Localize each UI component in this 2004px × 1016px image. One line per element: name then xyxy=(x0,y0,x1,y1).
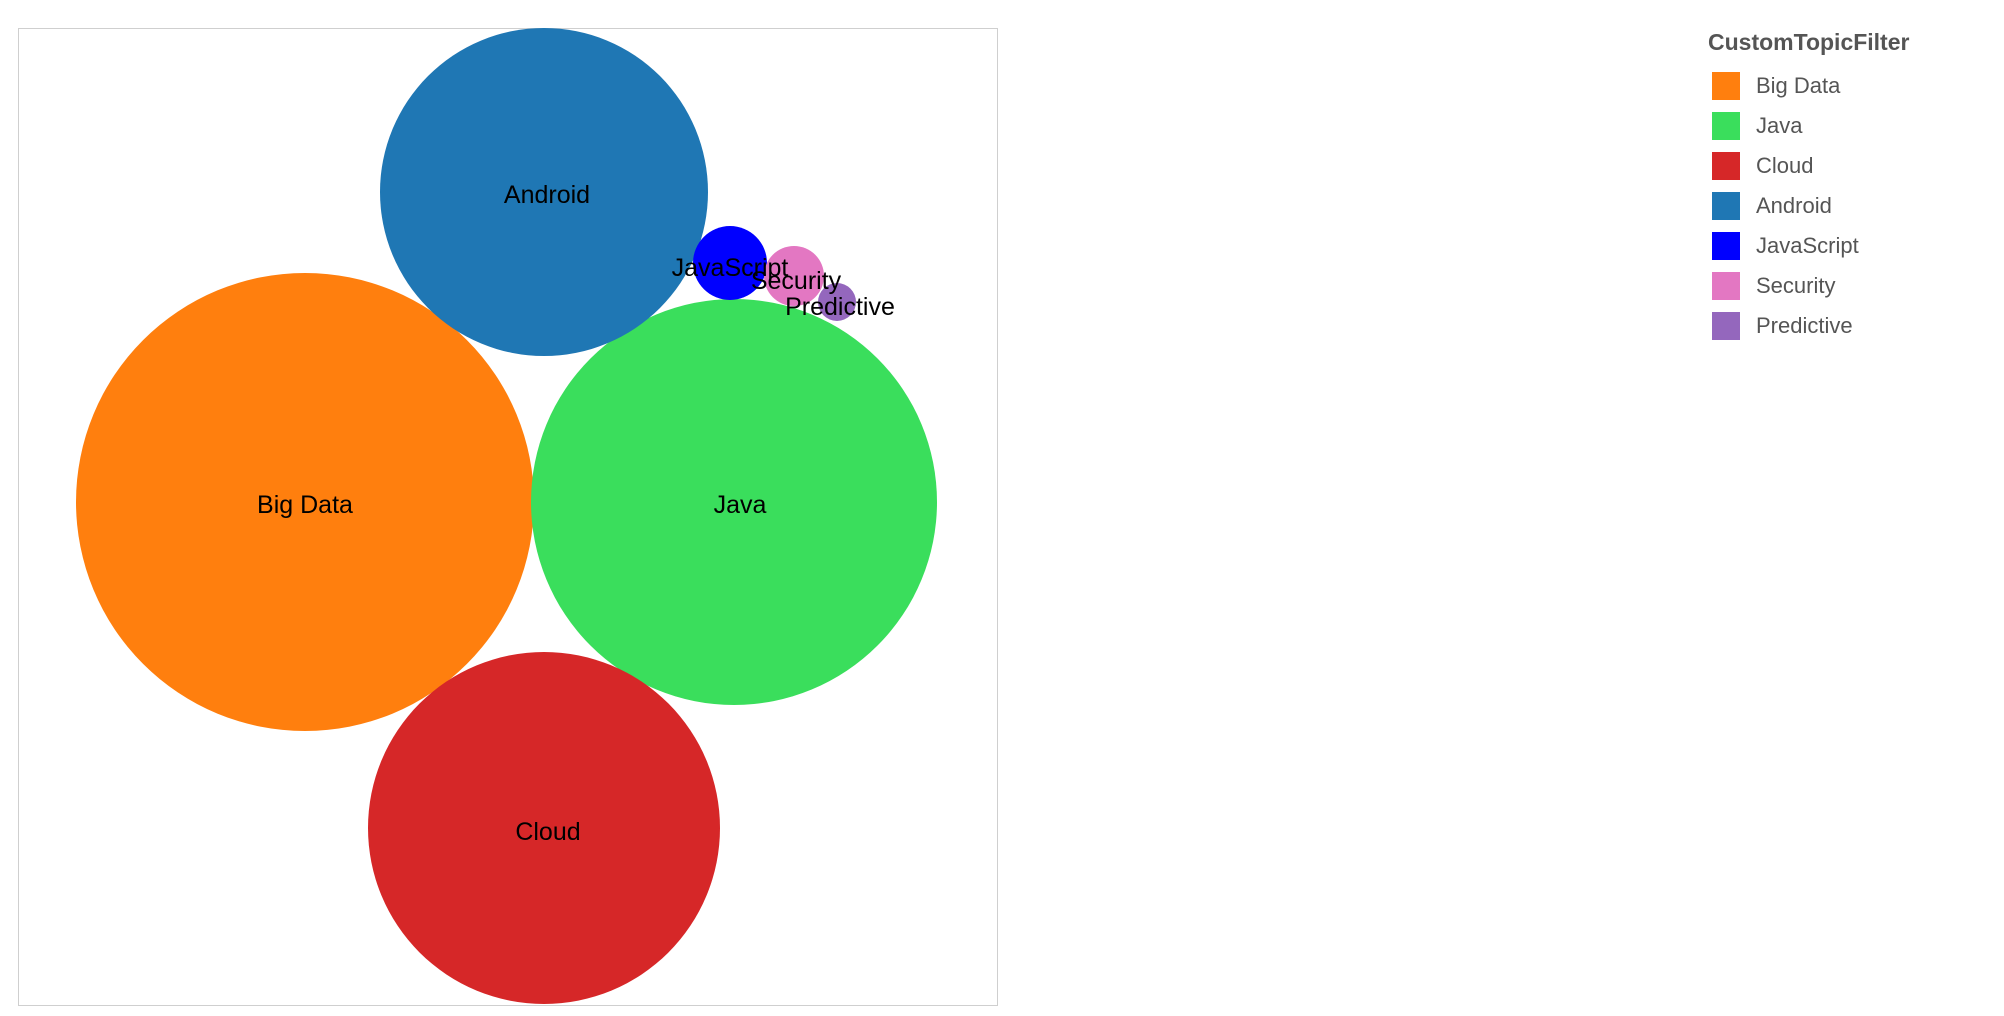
bubble-label-javascript: JavaScript xyxy=(672,254,789,282)
bubble-label-android: Android xyxy=(504,181,590,209)
bubble-label-predictive: Predictive xyxy=(785,293,895,321)
bubble-security[interactable] xyxy=(764,246,824,306)
legend-swatch-security xyxy=(1712,272,1740,300)
bubble-label-java: Java xyxy=(714,491,767,519)
bubble-label-cloud: Cloud xyxy=(515,818,580,846)
legend-item-security[interactable]: Security xyxy=(1708,266,1988,306)
legend-label-javascript: JavaScript xyxy=(1756,233,1859,258)
bubble-predictive[interactable] xyxy=(818,283,856,321)
legend-item-predictive[interactable]: Predictive xyxy=(1708,306,1988,346)
bubble-javascript[interactable] xyxy=(693,226,767,300)
bubble-java[interactable] xyxy=(531,299,937,705)
legend-item-javascript[interactable]: JavaScript xyxy=(1708,226,1988,266)
legend-swatch-predictive xyxy=(1712,312,1740,340)
legend-label-big-data: Big Data xyxy=(1756,73,1841,98)
bubble-android[interactable] xyxy=(380,28,708,356)
bubble-big-data[interactable] xyxy=(76,273,534,731)
legend-label-android: Android xyxy=(1756,193,1832,218)
legend-title: CustomTopicFilter xyxy=(1708,29,1910,55)
legend-item-big-data[interactable]: Big Data xyxy=(1708,66,1988,106)
legend-swatch-java xyxy=(1712,112,1740,140)
legend-label-java: Java xyxy=(1756,113,1803,138)
legend-item-java[interactable]: Java xyxy=(1708,106,1988,146)
legend-item-android[interactable]: Android xyxy=(1708,186,1988,226)
bubble-cloud[interactable] xyxy=(368,652,720,1004)
legend-item-cloud[interactable]: Cloud xyxy=(1708,146,1988,186)
legend-swatch-big-data xyxy=(1712,72,1740,100)
legend-label-cloud: Cloud xyxy=(1756,153,1814,178)
legend-swatch-android xyxy=(1712,192,1740,220)
legend-swatch-javascript xyxy=(1712,232,1740,260)
bubble-label-big-data: Big Data xyxy=(257,491,353,519)
legend-label-security: Security xyxy=(1756,273,1836,298)
legend-label-predictive: Predictive xyxy=(1756,313,1853,338)
legend-swatch-cloud xyxy=(1712,152,1740,180)
bubble-label-security: Security xyxy=(751,267,842,295)
chart-frame xyxy=(18,28,998,1006)
